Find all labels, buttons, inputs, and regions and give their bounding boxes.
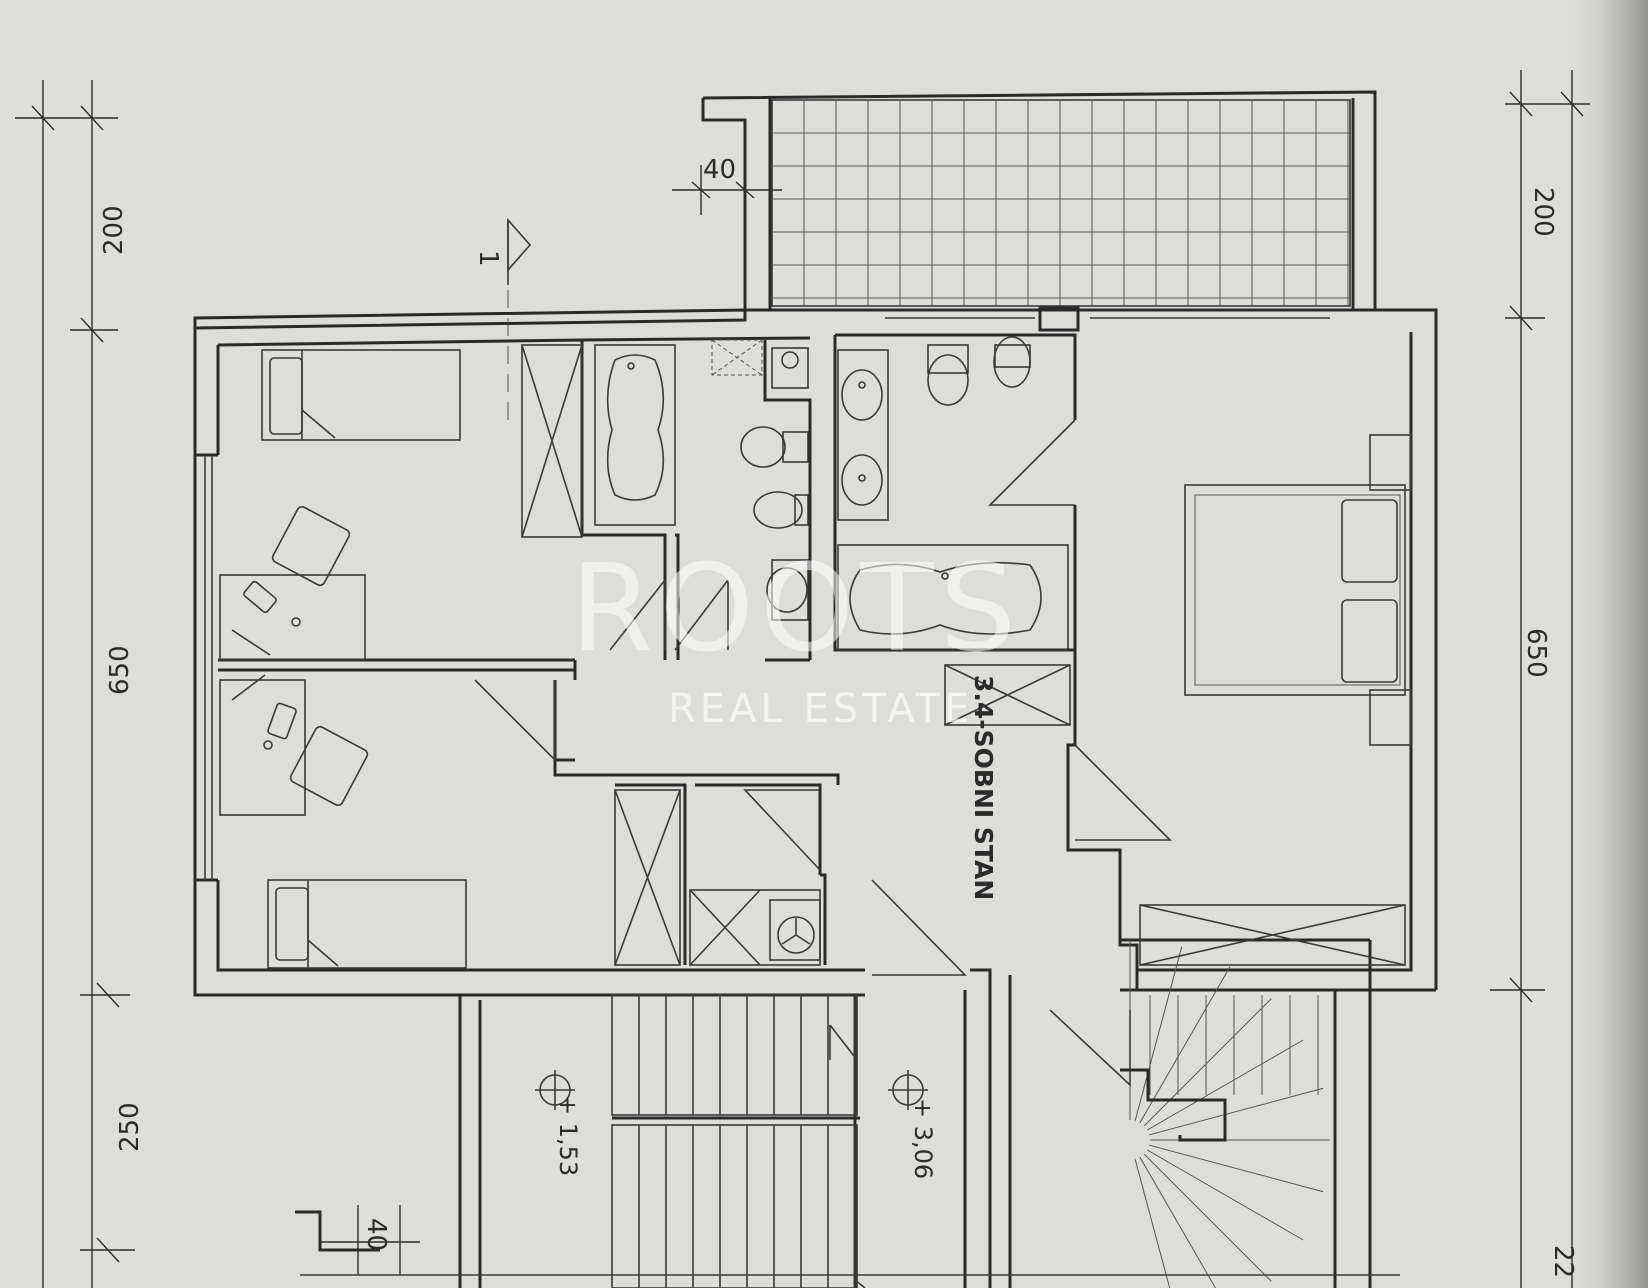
bed-bottom-left [267,879,467,969]
dim-right-top: 200 [1528,187,1558,237]
double-bed [1184,434,1412,746]
wardrobes [521,344,1406,966]
spiral-tread [1143,1153,1272,1282]
watermark-brand: ROOTS [570,540,1022,679]
section-marker [507,217,532,430]
bathroom-left [594,339,809,621]
wall-dimension-bottom [320,1205,420,1275]
bottom-edge [295,1210,1400,1276]
level-left: + 1,53 [554,1095,582,1176]
right-dimension-chain [1490,70,1590,1288]
dim-wall-top: 40 [703,155,736,185]
bathroom-right [837,336,1069,651]
dim-left-top: 200 [99,205,129,255]
spiral-tread [1139,966,1231,1123]
interior-walls [217,333,1370,990]
desk-top [219,505,366,661]
page-shadow [1560,0,1648,1288]
spiral-tread [1149,1087,1324,1136]
dim-wall-bottom: 40 [361,1218,391,1251]
bed-top-left [261,349,461,441]
watermark-sub: REAL ESTATE [668,686,973,732]
dim-left-bottom: 250 [115,1102,145,1152]
apartment-label: 3.4-SOBNI STAN [969,675,998,900]
spiral-tread [1134,946,1183,1121]
level-right: + 3,06 [909,1098,937,1179]
laundry-area [689,889,821,966]
desk-bottom [219,674,369,816]
level-marker-left [535,1070,575,1110]
left-dimension-chain [15,80,135,1288]
door-swings [474,419,1172,1087]
main-staircase [458,968,1012,1288]
spiral-tread [1149,1144,1324,1193]
spiral-tread [1143,998,1272,1127]
dim-right-edge: 22 [1548,1245,1578,1278]
balcony [701,90,1377,312]
section-marker-label: 1 [473,250,503,267]
spiral-tread [1147,1039,1304,1131]
spiral-staircase [1120,940,1372,1288]
dim-right-mid: 650 [1521,628,1551,678]
dim-left-mid: 650 [105,645,135,695]
spiral-tread [1134,1159,1171,1288]
spiral-tread [1139,1157,1217,1288]
level-marker-right [888,1070,928,1110]
spiral-tread [1147,1149,1304,1241]
